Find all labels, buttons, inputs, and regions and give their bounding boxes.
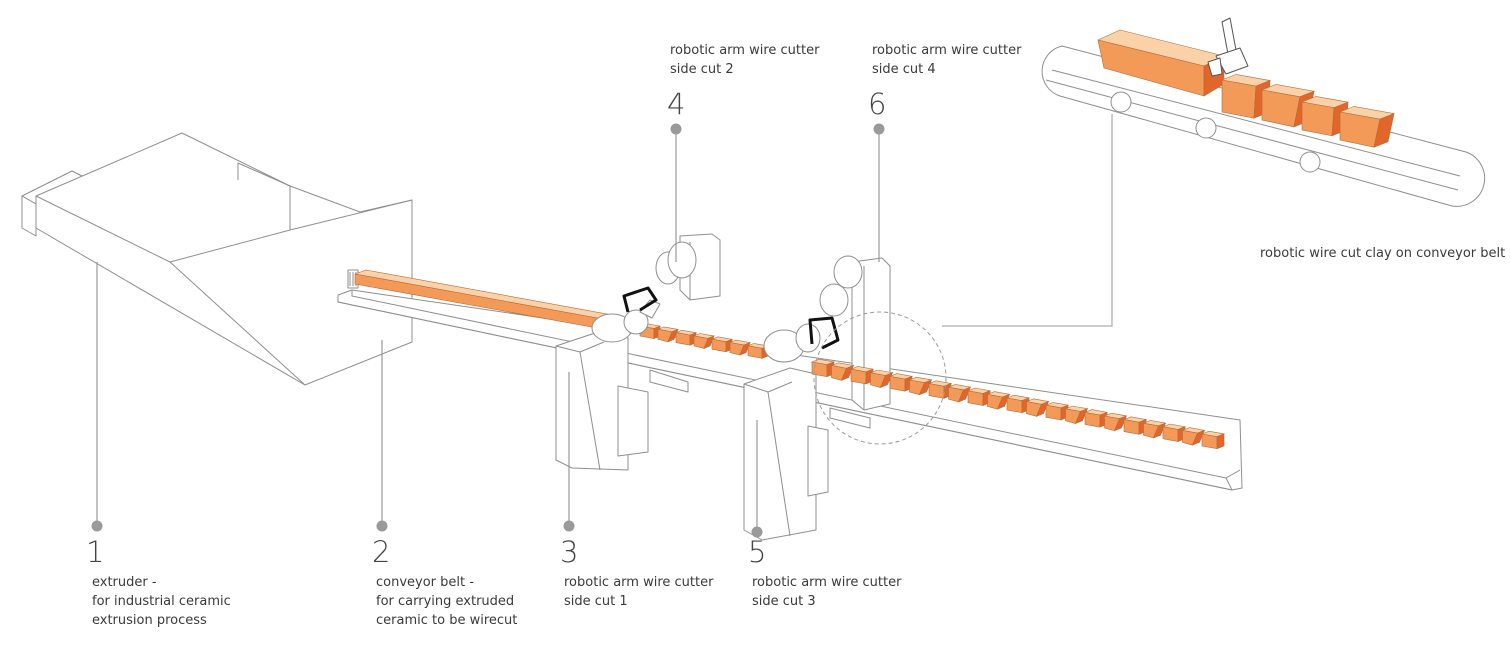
clay-piece-front xyxy=(928,383,945,399)
clay-piece-front xyxy=(889,376,906,392)
clay-piece-front xyxy=(1201,433,1218,450)
detail-leader xyxy=(942,114,1113,327)
label-line: robotic arm wire cutter xyxy=(752,575,902,590)
extruder xyxy=(21,132,413,386)
label-line: for carrying extruded xyxy=(376,594,515,609)
callout-number-1: 1 xyxy=(86,535,105,569)
callout-dot-4 xyxy=(670,123,682,135)
clay-piece-side xyxy=(1216,433,1225,450)
callout-number-4: 4 xyxy=(667,87,686,121)
callout-leaders xyxy=(96,130,880,532)
cut-segments-second xyxy=(810,358,1226,450)
label-line: ceramic to be wirecut xyxy=(376,613,518,628)
callout-dot-2 xyxy=(376,520,388,532)
label-line: robotic arm wire cutter xyxy=(670,43,820,58)
callout-label-side-cut-3: robotic arm wire cutter side cut 3 xyxy=(752,573,901,611)
callout-label-extruder: extruder - for industrial ceramic extrus… xyxy=(92,573,231,630)
callout-dot-6 xyxy=(873,123,885,135)
callout-dot-1 xyxy=(91,520,103,532)
clay-piece-front xyxy=(967,390,984,406)
label-line: side cut 2 xyxy=(670,62,734,77)
clay-piece-front xyxy=(1221,79,1257,119)
callout-dot-3 xyxy=(563,520,575,532)
clay-piece-front xyxy=(850,368,867,385)
clay-piece-front xyxy=(1123,419,1140,435)
label-line: conveyor belt - xyxy=(376,575,474,590)
clay-piece-front xyxy=(747,345,763,359)
robotic-arm-5 xyxy=(743,323,829,541)
robotic-arm-4 xyxy=(639,233,721,319)
label-line: extrusion process xyxy=(92,613,207,628)
callout-number-2: 2 xyxy=(372,535,391,569)
callout-dots xyxy=(91,123,885,538)
detail-circle xyxy=(813,311,947,445)
clay-piece-front xyxy=(675,332,691,346)
detail-conveyor xyxy=(1041,45,1486,207)
label-line: extruder - xyxy=(92,575,157,590)
detail-robot-gripper xyxy=(1207,17,1249,77)
callout-dot-5 xyxy=(751,526,763,538)
callout-number-3: 3 xyxy=(560,535,579,569)
detail-caption: robotic wire cut clay on conveyor belt xyxy=(1260,246,1506,261)
label-line: side cut 4 xyxy=(872,62,936,77)
label-line: side cut 1 xyxy=(564,594,628,609)
clay-piece-front xyxy=(1084,412,1101,428)
callout-label-side-cut-1: robotic arm wire cutter side cut 1 xyxy=(564,573,713,611)
clay-piece-front xyxy=(711,338,727,353)
callout-number-5: 5 xyxy=(748,535,767,569)
clay-piece-side xyxy=(1373,113,1395,148)
label-line: robotic arm wire cutter xyxy=(872,43,1022,58)
label-line: side cut 3 xyxy=(752,594,816,609)
clay-piece-front xyxy=(1261,89,1301,128)
clay-piece-front xyxy=(1045,404,1062,421)
label-line: for industrial ceramic xyxy=(92,594,231,609)
callout-label-side-cut-4: robotic arm wire cutter side cut 4 xyxy=(872,41,1021,79)
clay-piece-front xyxy=(1301,101,1335,137)
clay-piece-front xyxy=(1006,397,1023,414)
wire-cutter-frames xyxy=(622,286,840,350)
label-line: robotic arm wire cutter xyxy=(564,575,714,590)
callout-label-conveyor-belt: conveyor belt - for carrying extruded ce… xyxy=(376,573,517,630)
clay-piece-front xyxy=(1162,426,1179,442)
callout-label-side-cut-2: robotic arm wire cutter side cut 2 xyxy=(670,41,819,79)
detail-cut-pieces xyxy=(1220,74,1396,148)
robotic-arm-3 xyxy=(555,309,649,471)
callout-number-6: 6 xyxy=(868,87,887,121)
